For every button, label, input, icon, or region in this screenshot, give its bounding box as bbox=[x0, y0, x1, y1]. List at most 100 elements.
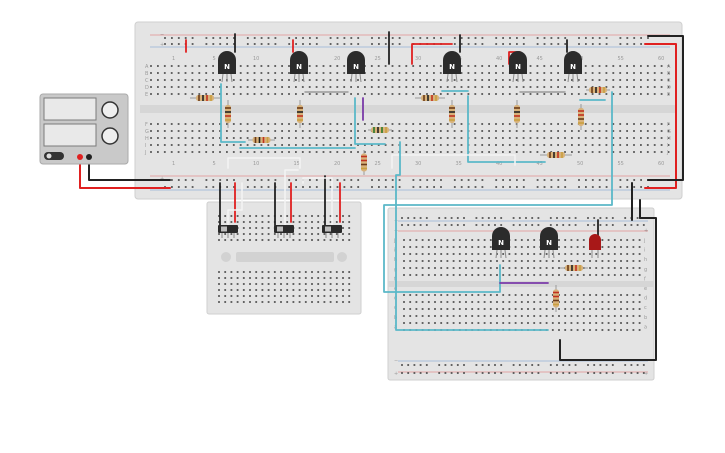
breadboard-hole[interactable] bbox=[477, 246, 480, 248]
rail-hole[interactable] bbox=[536, 37, 539, 39]
breadboard-hole[interactable] bbox=[261, 215, 264, 217]
breadboard-hole[interactable] bbox=[520, 294, 523, 296]
breadboard-hole[interactable] bbox=[607, 322, 610, 324]
breadboard-hole[interactable] bbox=[539, 274, 542, 276]
breadboard-hole[interactable] bbox=[419, 72, 421, 74]
breadboard-hole[interactable] bbox=[357, 79, 359, 81]
breadboard-hole[interactable] bbox=[601, 246, 604, 248]
rail-hole[interactable] bbox=[407, 224, 410, 226]
breadboard-hole[interactable] bbox=[322, 123, 325, 125]
breadboard-hole[interactable] bbox=[434, 315, 436, 317]
breadboard-hole[interactable] bbox=[191, 151, 194, 153]
breadboard-hole[interactable] bbox=[336, 151, 339, 153]
breadboard-hole[interactable] bbox=[460, 65, 463, 67]
breadboard-hole[interactable] bbox=[471, 267, 474, 269]
breadboard-hole[interactable] bbox=[638, 246, 641, 248]
breadboard-hole[interactable] bbox=[157, 144, 159, 146]
breadboard-hole[interactable] bbox=[288, 93, 290, 95]
breadboard-hole[interactable] bbox=[638, 253, 641, 255]
breadboard-hole[interactable] bbox=[335, 215, 338, 217]
breadboard-hole[interactable] bbox=[218, 295, 220, 297]
breadboard-hole[interactable] bbox=[267, 233, 270, 235]
breadboard-hole[interactable] bbox=[157, 72, 159, 74]
breadboard-hole[interactable] bbox=[239, 151, 242, 153]
breadboard-hole[interactable] bbox=[336, 72, 339, 74]
rail-hole[interactable] bbox=[191, 37, 194, 39]
breadboard-hole[interactable] bbox=[298, 233, 301, 235]
breadboard-hole[interactable] bbox=[471, 274, 474, 276]
breadboard-hole[interactable] bbox=[660, 144, 663, 146]
breadboard-hole[interactable] bbox=[483, 267, 486, 269]
rail-hole[interactable] bbox=[357, 186, 360, 188]
breadboard-hole[interactable] bbox=[591, 130, 594, 132]
breadboard-hole[interactable] bbox=[329, 295, 332, 297]
rail-hole[interactable] bbox=[438, 217, 441, 219]
npn-transistor[interactable]: N bbox=[347, 51, 365, 83]
breadboard-hole[interactable] bbox=[239, 72, 242, 74]
breadboard-hole[interactable] bbox=[384, 137, 387, 139]
breadboard-hole[interactable] bbox=[446, 308, 449, 310]
breadboard-hole[interactable] bbox=[576, 329, 579, 331]
breadboard-hole[interactable] bbox=[317, 301, 320, 303]
breadboard-hole[interactable] bbox=[415, 267, 418, 269]
breadboard-hole[interactable] bbox=[391, 72, 394, 74]
breadboard-hole[interactable] bbox=[255, 295, 258, 297]
breadboard-hole[interactable] bbox=[453, 86, 456, 88]
breadboard-hole[interactable] bbox=[458, 294, 461, 296]
breadboard-hole[interactable] bbox=[226, 151, 228, 153]
slide-switch[interactable] bbox=[322, 225, 342, 238]
breadboard-hole[interactable] bbox=[409, 246, 412, 248]
rail-hole[interactable] bbox=[456, 217, 459, 219]
breadboard-hole[interactable] bbox=[370, 151, 373, 153]
breadboard-hole[interactable] bbox=[304, 301, 307, 303]
breadboard-hole[interactable] bbox=[522, 123, 525, 125]
rail-hole[interactable] bbox=[495, 37, 498, 39]
breadboard-hole[interactable] bbox=[267, 283, 270, 285]
breadboard-hole[interactable] bbox=[348, 215, 351, 217]
breadboard-hole[interactable] bbox=[426, 72, 428, 74]
rail-hole[interactable] bbox=[440, 179, 442, 181]
breadboard-hole[interactable] bbox=[329, 93, 332, 95]
breadboard-hole[interactable] bbox=[502, 315, 505, 317]
breadboard-hole[interactable] bbox=[529, 86, 532, 88]
breadboard-hole[interactable] bbox=[452, 253, 455, 255]
breadboard-hole[interactable] bbox=[515, 86, 518, 88]
breadboard-hole[interactable] bbox=[343, 86, 346, 88]
breadboard-hole[interactable] bbox=[465, 253, 467, 255]
breadboard-hole[interactable] bbox=[439, 144, 442, 146]
breadboard-hole[interactable] bbox=[496, 267, 498, 269]
breadboard-hole[interactable] bbox=[239, 123, 242, 125]
rail-hole[interactable] bbox=[413, 224, 416, 226]
breadboard-hole[interactable] bbox=[589, 308, 591, 310]
breadboard-hole[interactable] bbox=[336, 130, 339, 132]
breadboard-hole[interactable] bbox=[415, 315, 418, 317]
breadboard-hole[interactable] bbox=[539, 267, 542, 269]
breadboard-hole[interactable] bbox=[198, 151, 201, 153]
breadboard-hole[interactable] bbox=[267, 65, 270, 67]
breadboard-hole[interactable] bbox=[150, 123, 152, 125]
rail-hole[interactable] bbox=[253, 179, 256, 181]
breadboard-hole[interactable] bbox=[370, 93, 373, 95]
rail-hole[interactable] bbox=[184, 37, 187, 39]
breadboard-hole[interactable] bbox=[311, 233, 313, 235]
breadboard-hole[interactable] bbox=[415, 301, 418, 303]
breadboard-hole[interactable] bbox=[598, 93, 601, 95]
rail-hole[interactable] bbox=[205, 179, 208, 181]
breadboard-hole[interactable] bbox=[550, 123, 553, 125]
breadboard-hole[interactable] bbox=[477, 274, 480, 276]
breadboard-hole[interactable] bbox=[591, 137, 594, 139]
breadboard-hole[interactable] bbox=[514, 315, 517, 317]
breadboard-hole[interactable] bbox=[613, 329, 616, 331]
breadboard-hole[interactable] bbox=[267, 144, 270, 146]
rail-hole[interactable] bbox=[450, 364, 453, 366]
rail-hole[interactable] bbox=[494, 224, 496, 226]
rail-hole[interactable] bbox=[401, 372, 403, 374]
breadboard-hole[interactable] bbox=[543, 86, 546, 88]
breadboard-hole[interactable] bbox=[249, 289, 251, 291]
breadboard-hole[interactable] bbox=[267, 289, 270, 291]
breadboard-hole[interactable] bbox=[595, 315, 598, 317]
rail-hole[interactable] bbox=[419, 224, 422, 226]
breadboard-hole[interactable] bbox=[267, 221, 270, 223]
breadboard-hole[interactable] bbox=[391, 65, 394, 67]
breadboard-hole[interactable] bbox=[348, 271, 351, 273]
